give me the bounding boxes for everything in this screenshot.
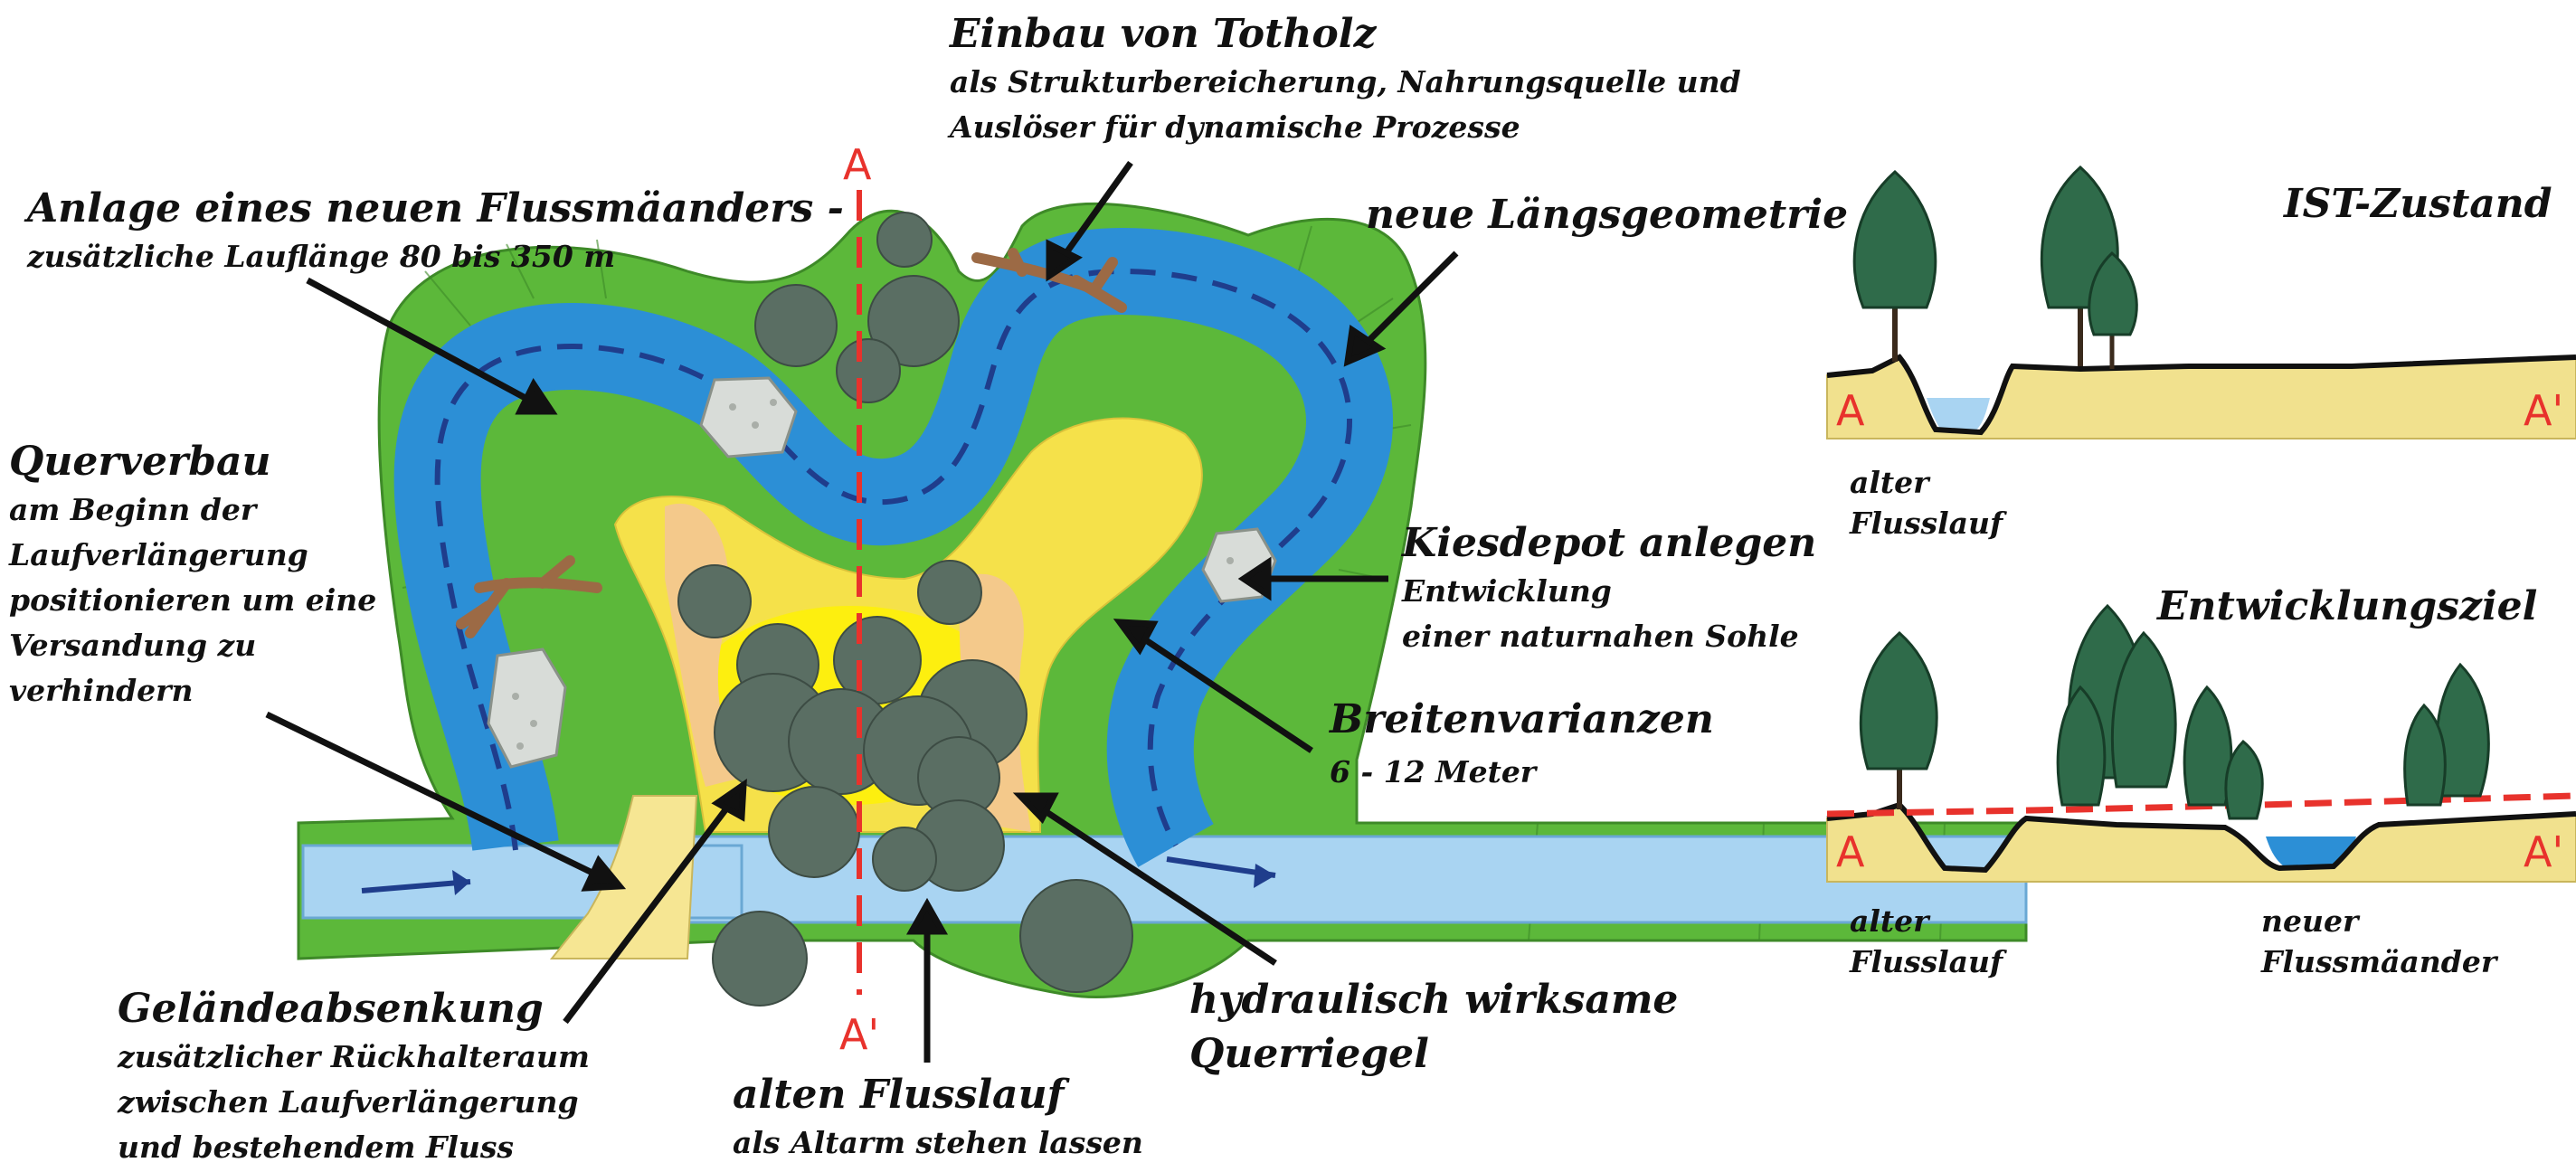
ist-label-right: A' — [2524, 386, 2563, 435]
annotation-querverbau: Querverbau am Beginn der Laufverlängerun… — [8, 439, 376, 708]
section-marker-end: A' — [839, 1010, 879, 1059]
ziel-caption-1-line-1: alter — [1850, 903, 1931, 939]
querriegel-line-1: Querriegel — [1189, 1031, 1429, 1077]
querverbau-line-4: Versandung zu — [9, 628, 256, 663]
annotation-altarm: alten Flusslauf als Altarm stehen lassen — [733, 1072, 1143, 1160]
annotation-maeander: Anlage eines neuen Flussmäanders - zusät… — [24, 185, 844, 274]
altarm-title: alten Flusslauf — [733, 1072, 1071, 1118]
maeander-title: Anlage eines neuen Flussmäanders - — [24, 185, 844, 232]
querverbau-title: Querverbau — [9, 439, 271, 485]
querriegel-title: hydraulisch wirksame — [1189, 977, 1678, 1023]
annotation-totholz: Einbau von Totholz als Strukturbereicher… — [947, 11, 1741, 145]
annotation-kiesdepot: Kiesdepot anlegen Entwicklung einer natu… — [1400, 520, 1816, 654]
totholz-line-2: Auslöser für dynamische Prozesse — [947, 109, 1520, 145]
section-marker-start: A — [843, 140, 872, 189]
kiesdepot-line-1: Entwicklung — [1401, 573, 1612, 609]
ziel-caption-2-line-2: Flussmäander — [2260, 944, 2499, 979]
annotation-querriegel: hydraulisch wirksame Querriegel — [1189, 977, 1678, 1077]
gelaendeabsenkung-line-2: zwischen Laufverlängerung — [117, 1084, 579, 1120]
ziel-label-left: A — [1836, 827, 1865, 876]
querverbau-line-5: verhindern — [9, 673, 194, 708]
maeander-line-1: zusätzliche Lauflänge 80 bis 350 m — [26, 239, 615, 274]
totholz-line-1: als Strukturbereicherung, Nahrungsquelle… — [950, 64, 1741, 99]
cross-section-ist: IST-Zustand A A' alter Flusslauf — [1827, 167, 2576, 541]
annotation-gelaendeabsenkung: Geländeabsenkung zusätzlicher Rückhalter… — [117, 986, 590, 1165]
querverbau-line-3: positionieren um eine — [9, 582, 376, 618]
totholz-title: Einbau von Totholz — [948, 11, 1377, 57]
breitenvarianzen-line-1: 6 - 12 Meter — [1330, 754, 1539, 789]
ziel-caption-2-line-1: neuer — [2261, 903, 2361, 939]
plan-view: A A' — [298, 140, 2026, 1059]
ist-trees — [1854, 167, 2136, 369]
gelaendeabsenkung-line-1: zusätzlicher Rückhalteraum — [117, 1039, 590, 1074]
ist-title: IST-Zustand — [2282, 181, 2552, 227]
ist-label-left: A — [1836, 386, 1865, 435]
gelaendeabsenkung-line-3: und bestehendem Fluss — [118, 1129, 514, 1165]
ist-caption-1-line-1: alter — [1850, 465, 1931, 500]
breitenvarianzen-title: Breitenvarianzen — [1328, 696, 1714, 742]
querverbau-line-2: Laufverlängerung — [8, 537, 308, 572]
gelaendeabsenkung-title: Geländeabsenkung — [118, 986, 544, 1032]
ziel-label-right: A' — [2524, 827, 2563, 876]
annotation-breitenvarianzen: Breitenvarianzen 6 - 12 Meter — [1328, 696, 1714, 789]
ziel-title: Entwicklungsziel — [2155, 583, 2537, 629]
querverbau-line-1: am Beginn der — [9, 492, 259, 527]
ziel-caption-1-line-2: Flusslauf — [1849, 944, 2007, 979]
ziel-trees — [1861, 606, 2488, 818]
laengsgeometrie-title: neue Längsgeometrie — [1366, 192, 1848, 238]
annotation-laengsgeometrie: neue Längsgeometrie — [1366, 192, 1848, 238]
ist-caption-1-line-2: Flusslauf — [1849, 506, 2007, 541]
kiesdepot-title: Kiesdepot anlegen — [1400, 520, 1816, 566]
kiesdepot-line-2: einer naturnahen Sohle — [1402, 619, 1799, 654]
altarm-line-1: als Altarm stehen lassen — [733, 1125, 1143, 1160]
